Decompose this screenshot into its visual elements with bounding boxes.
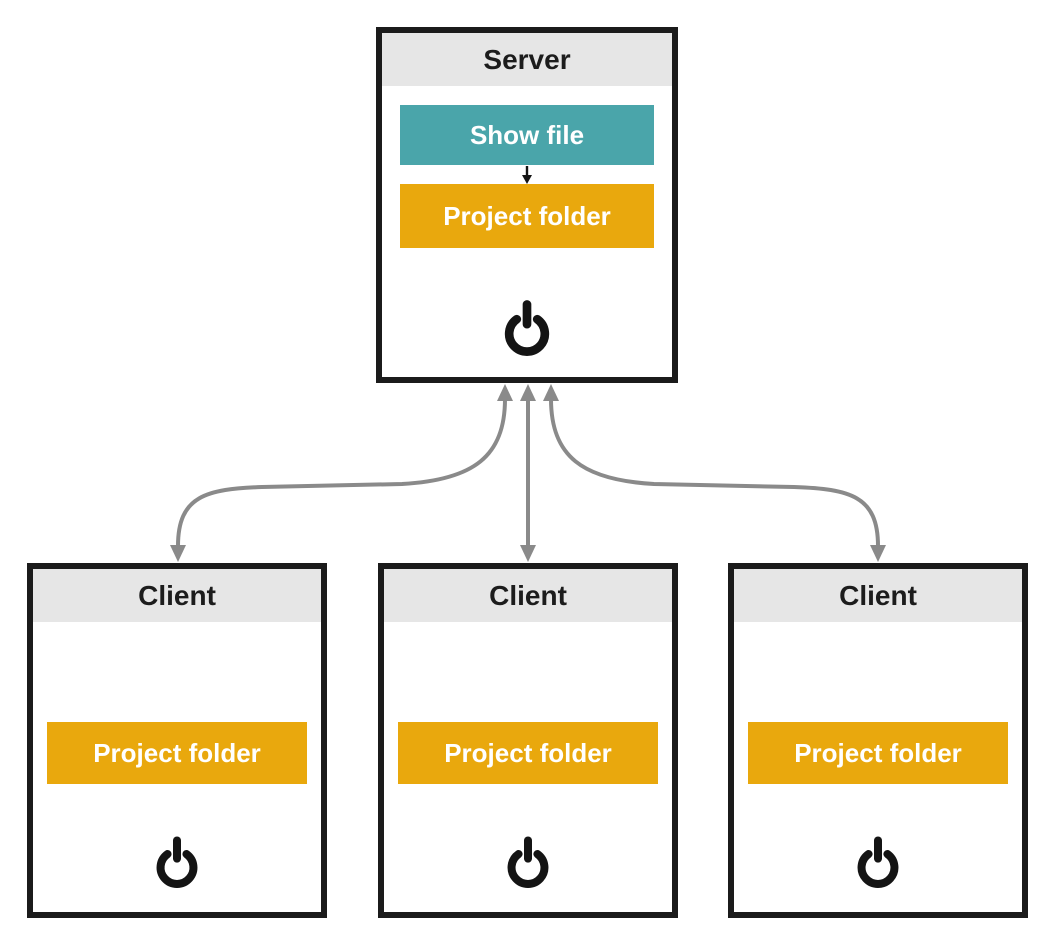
arrow-left-line [176,398,507,547]
power-icon [504,300,550,356]
show-file-button: Show file [400,105,654,165]
arrow-server-client-middle [520,384,536,562]
arrow-server-client-left [170,384,513,562]
arrow-right-up-head-icon [543,384,559,401]
client-1-title: Client [33,569,321,622]
server-title: Server [382,33,672,86]
server-box: Server Show file Project folder [376,27,678,383]
arrow-right-down-head-icon [870,545,886,562]
client-1-project-folder-button: Project folder [47,722,307,784]
arrow-left-down-head-icon [170,545,186,562]
client-2-title: Client [384,569,672,622]
client-box-1: Client Project folder [27,563,327,918]
client-3-project-folder-button: Project folder [748,722,1008,784]
arrow-left-up-head-icon [497,384,513,401]
flow-down-arrow-icon [522,166,532,184]
arrow-right-line [549,398,880,547]
power-icon [507,836,549,888]
power-icon [156,836,198,888]
arrow-server-client-right [543,384,886,562]
client-2-project-folder-button: Project folder [398,722,658,784]
client-3-title: Client [734,569,1022,622]
arrow-middle-up-head-icon [520,384,536,401]
client-box-2: Client Project folder [378,563,678,918]
client-box-3: Client Project folder [728,563,1028,918]
server-project-folder-button: Project folder [400,184,654,248]
power-icon [857,836,899,888]
arrow-middle-down-head-icon [520,545,536,562]
